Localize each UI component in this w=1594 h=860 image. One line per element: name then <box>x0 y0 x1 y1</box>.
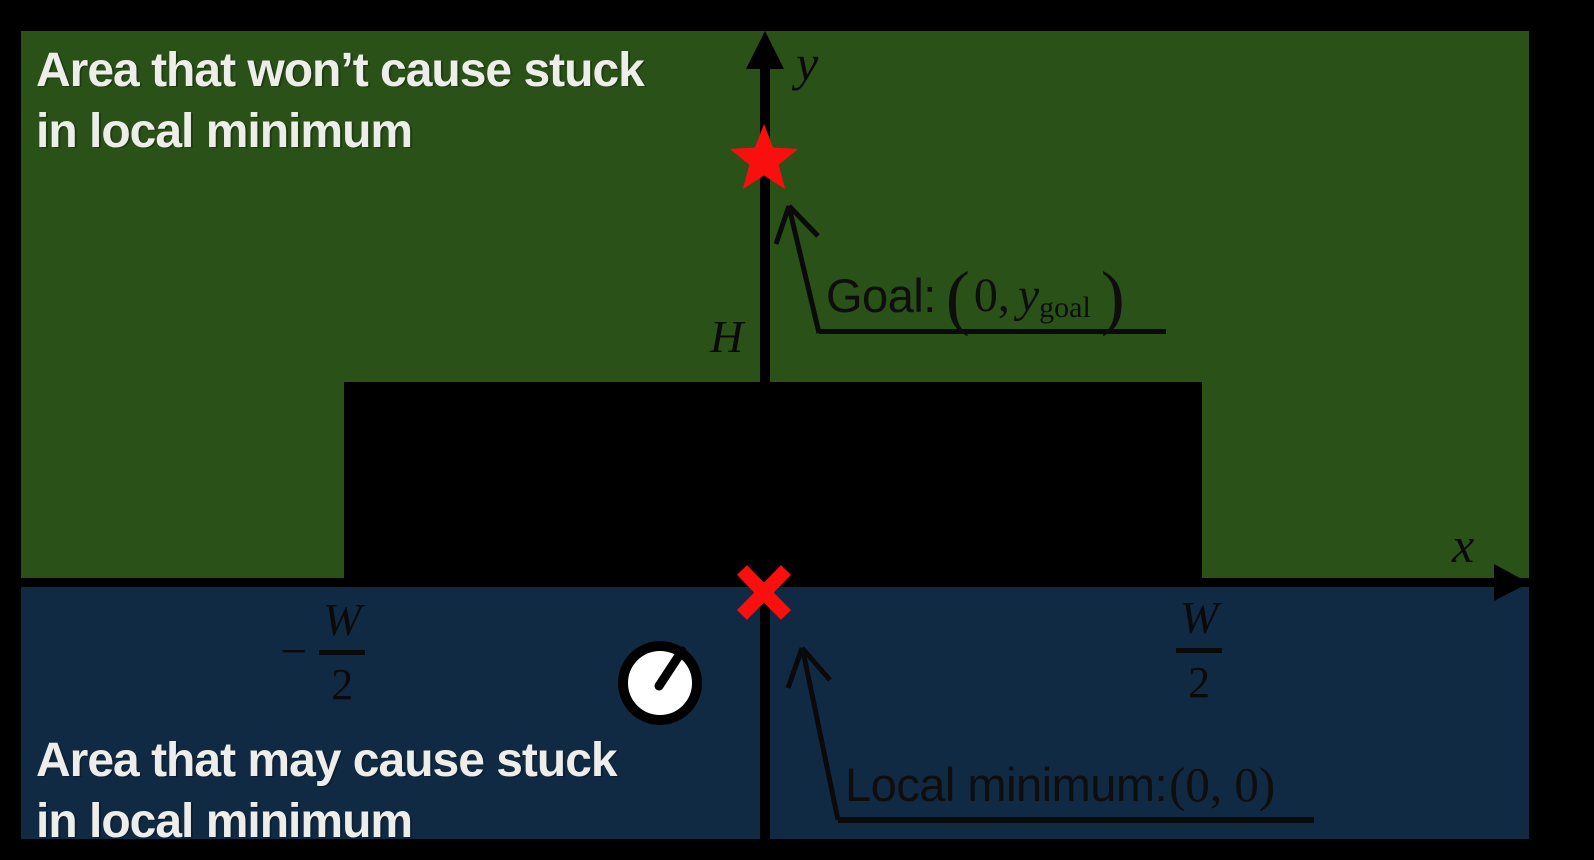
goal-zero: 0, <box>973 268 1010 322</box>
local-minimum-value: (0, 0) <box>1169 756 1276 812</box>
safe-area-caption-line1: Area that won’t cause stuck <box>36 44 645 97</box>
safe-area-caption-line2: in local minimum <box>36 105 413 158</box>
neg-fraction-numerator: W <box>323 594 362 645</box>
goal-arrowhead-icon <box>773 204 820 245</box>
local-minimum-arrowhead-icon <box>785 646 832 689</box>
neg-half-width-fraction: W 2 <box>315 597 369 707</box>
safe-area-caption: Area that won’t cause stuck in local min… <box>36 40 645 162</box>
obstacle-rectangle <box>344 382 1202 587</box>
neg-fraction-denominator: 2 <box>319 650 366 707</box>
goal-prefix: Goal: <box>826 268 936 322</box>
trap-area-caption: Area that may cause stuck in local minim… <box>36 730 618 852</box>
pos-half-width-label: W 2 <box>1172 595 1226 705</box>
local-minimum-cross-icon <box>736 565 792 620</box>
robot-clock-icon <box>618 641 702 725</box>
goal-leader-line <box>786 206 822 334</box>
goal-callout: Goal: ( 0, y goal ) <box>826 257 1125 337</box>
x-axis-label: x <box>1452 517 1475 573</box>
trap-area-region <box>21 587 1529 839</box>
local-minimum-leader-line <box>800 650 841 821</box>
obstacle-height-label: H <box>710 311 744 362</box>
pos-fraction-denominator: 2 <box>1176 648 1223 705</box>
pos-half-width-fraction: W 2 <box>1172 595 1226 705</box>
goal-subscript: goal <box>1039 291 1091 324</box>
local-minimum-callout: Local minimum: (0, 0) <box>845 756 1276 812</box>
neg-half-width-label: − W 2 <box>280 597 369 707</box>
pos-fraction-numerator: W <box>1180 592 1219 643</box>
y-axis-label: y <box>796 35 819 91</box>
goal-underline <box>819 329 1166 334</box>
trap-area-caption-line2: in local minimum <box>36 795 413 848</box>
goal-star-icon <box>729 124 799 190</box>
trap-area-caption-line1: Area that may cause stuck <box>36 734 618 787</box>
x-axis-arrowhead-icon <box>1494 564 1529 601</box>
local-minimum-underline <box>838 817 1314 823</box>
minus-sign: − <box>280 625 308 678</box>
goal-variable: y <box>1017 268 1040 322</box>
y-axis-line <box>760 60 770 839</box>
y-axis-arrowhead-icon <box>746 31 784 69</box>
local-minimum-prefix: Local minimum: <box>845 757 1168 811</box>
